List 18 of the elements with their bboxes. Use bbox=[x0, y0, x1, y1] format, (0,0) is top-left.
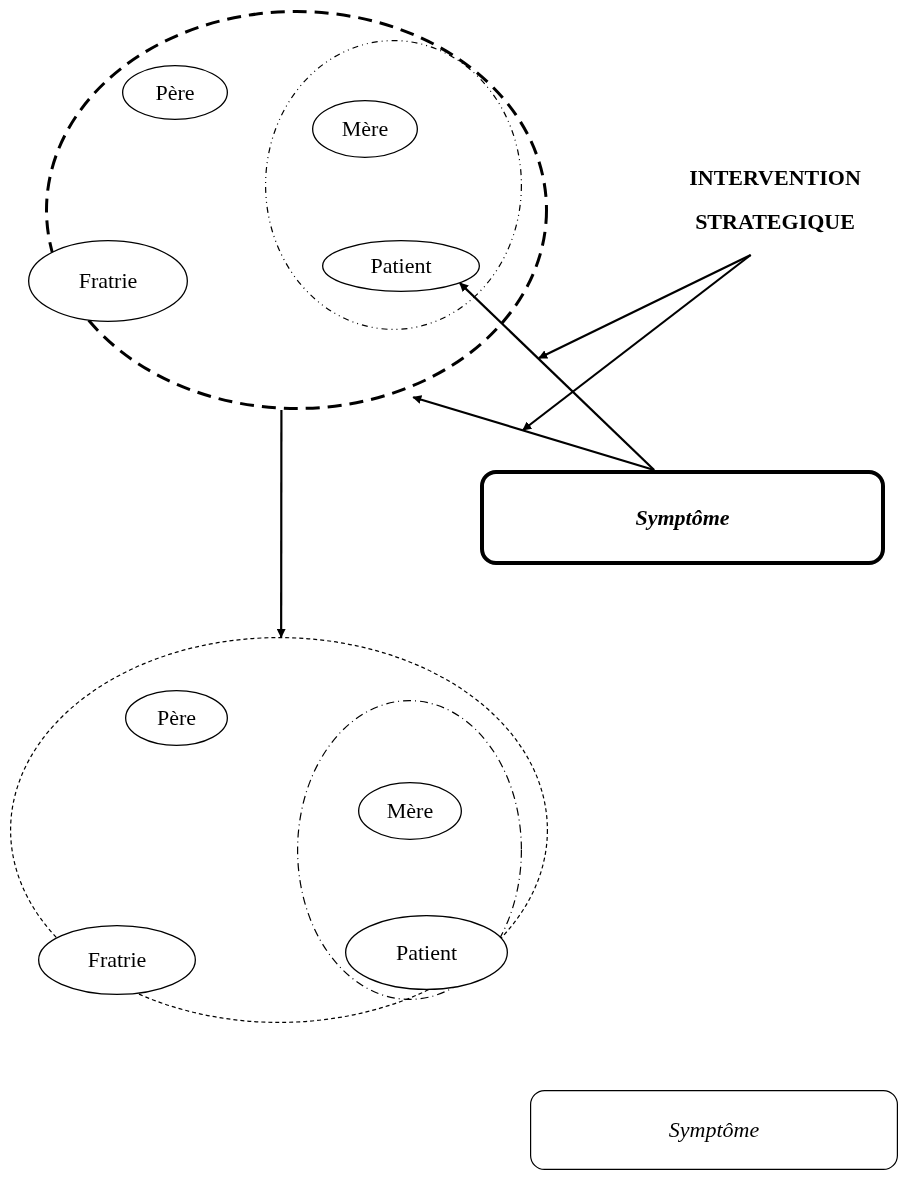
arrow bbox=[522, 254, 752, 431]
arrow bbox=[538, 254, 752, 359]
subsystem-ellipse bbox=[265, 40, 522, 330]
person-ellipse: Mère bbox=[312, 100, 418, 158]
subsystem-ellipse bbox=[297, 700, 522, 1000]
family-ellipse bbox=[45, 10, 548, 410]
person-ellipse: Patient bbox=[322, 240, 480, 292]
arrow bbox=[412, 395, 655, 472]
arrow bbox=[276, 410, 286, 638]
person-ellipse: Père bbox=[122, 65, 228, 120]
intervention-text: INTERVENTION STRATEGIQUE bbox=[640, 145, 910, 255]
symptom-box: Symptôme bbox=[480, 470, 885, 565]
family-ellipse bbox=[10, 637, 548, 1023]
symptom-box: Symptôme bbox=[530, 1090, 898, 1170]
arrow bbox=[459, 282, 655, 471]
person-ellipse: Fratrie bbox=[28, 240, 188, 322]
person-ellipse: Père bbox=[125, 690, 228, 746]
person-ellipse: Mère bbox=[358, 782, 462, 840]
